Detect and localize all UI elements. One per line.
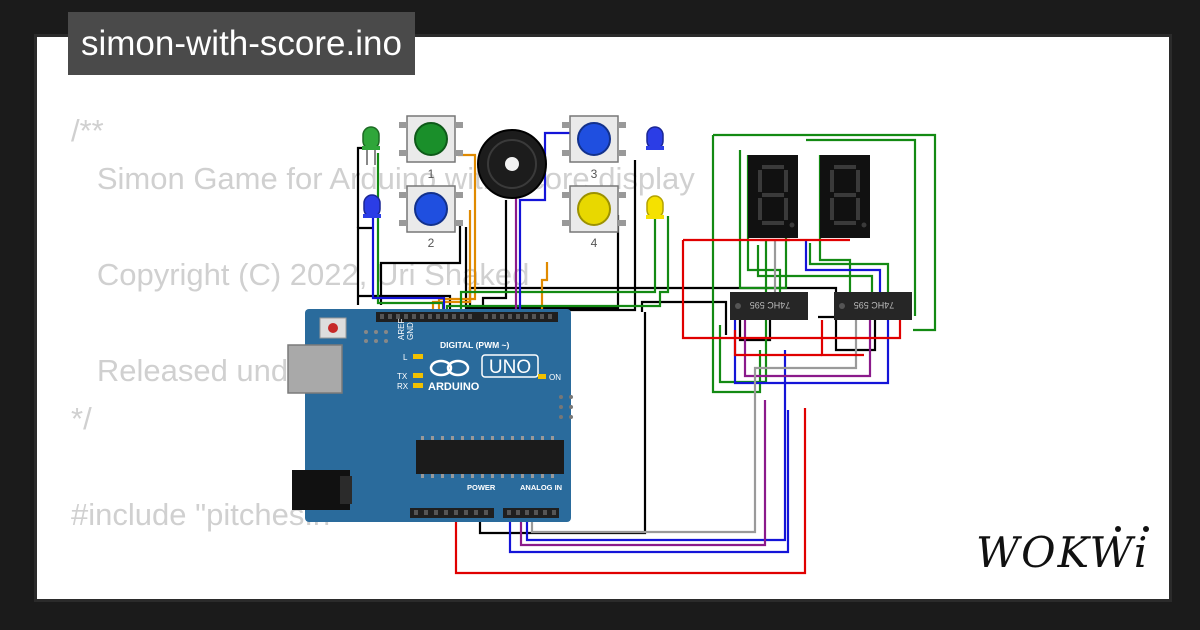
svg-text:3: 3 bbox=[591, 167, 598, 181]
shift-register-right: 74HC 595 bbox=[834, 292, 912, 320]
shift-register-left: 74HC 595 bbox=[730, 292, 808, 320]
pushbutton-3[interactable]: 3 bbox=[562, 115, 626, 181]
svg-text:4: 4 bbox=[591, 236, 598, 250]
led-green[interactable] bbox=[362, 126, 380, 165]
led-blue-left[interactable] bbox=[363, 194, 381, 218]
analog-label: ANALOG IN bbox=[520, 483, 562, 492]
led-yellow[interactable] bbox=[646, 195, 664, 219]
digital-header-label: DIGITAL (PWM ~) bbox=[440, 340, 510, 350]
seven-segment-display-left bbox=[748, 155, 798, 238]
svg-text:1: 1 bbox=[428, 167, 435, 181]
tx-label: TX bbox=[397, 372, 408, 381]
pushbutton-2[interactable]: 2 bbox=[399, 185, 463, 250]
svg-text:WOKWi: WOKWi bbox=[976, 528, 1149, 577]
svg-text:2: 2 bbox=[428, 236, 435, 250]
seven-segment-display-right bbox=[820, 155, 870, 238]
power-label: POWER bbox=[467, 483, 496, 492]
svg-text:74HC 595: 74HC 595 bbox=[750, 300, 791, 310]
svg-text:74HC 595: 74HC 595 bbox=[854, 300, 895, 310]
gnd-label: GND bbox=[406, 322, 415, 340]
aref-label: AREF bbox=[397, 319, 406, 340]
on-label: ON bbox=[549, 373, 561, 382]
led-blue-right[interactable] bbox=[646, 126, 664, 150]
pushbutton-1[interactable]: 1 bbox=[399, 115, 463, 181]
led-l-label: L bbox=[403, 353, 408, 362]
model-label: UNO bbox=[489, 357, 531, 378]
pushbutton-4[interactable]: 4 bbox=[562, 185, 626, 250]
rx-label: RX bbox=[397, 382, 409, 391]
arduino-uno-board[interactable]: AREF GND DIGITAL (PWM ~) L TX RX ARDUINO… bbox=[287, 309, 573, 522]
buzzer[interactable] bbox=[477, 129, 547, 199]
project-title[interactable]: simon-with-score.ino bbox=[68, 12, 415, 75]
svg-text:ARDUINO: ARDUINO bbox=[428, 381, 480, 393]
wires bbox=[356, 131, 937, 575]
arduino-logo: ARDUINO bbox=[428, 359, 480, 393]
wokwi-logo: WOKWi bbox=[976, 526, 1149, 577]
